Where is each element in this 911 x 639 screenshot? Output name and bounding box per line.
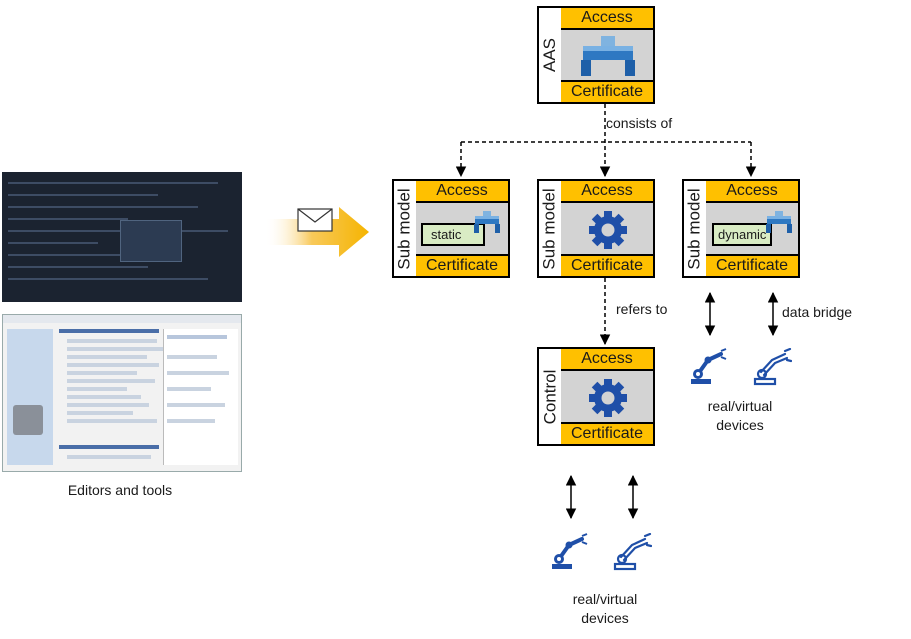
control-certificate: Certificate [561,422,653,444]
edge-label-consists-of: consists of [606,115,673,131]
gripper-icon [581,36,635,76]
aas-block: AAS Access Certificate [537,6,655,104]
submodel-certificate: Certificate [706,254,798,276]
control-label: Control [539,349,563,444]
message-arrow [265,207,369,257]
submodel-gear-block: Sub model Access Certificate [537,179,655,278]
envelope-icon [297,208,333,232]
devices-caption-line2: devices [581,610,629,626]
control-access: Access [561,349,653,371]
submodel-label: Sub model [394,181,418,276]
robot-arm-icon [691,348,727,384]
submodel-access: Access [706,181,798,203]
dynamic-chip: dynamic [712,223,773,246]
submodel-certificate: Certificate [561,254,653,276]
robot-arm-outline-icon [753,348,792,386]
robot-arm-icon [552,533,588,569]
package-explorer-screenshot [2,314,242,472]
submodel-dynamic-block: Sub model Access dynamic Certificate [682,179,800,278]
devices-caption-line2: devices [716,417,764,433]
gripper-icon [766,211,792,233]
submodel-label: Sub model [539,181,563,276]
editor-screenshot-dark [2,172,242,302]
aas-certificate: Certificate [561,80,653,102]
submodel-certificate: Certificate [416,254,508,276]
aas-label: AAS [539,8,563,102]
devices-caption-line1: real/virtual [572,591,638,607]
submodel-access: Access [416,181,508,203]
gear-icon [589,211,627,249]
robot-arm-outline-icon [613,533,652,571]
static-chip: static [421,223,485,246]
aas-access: Access [561,8,653,30]
devices-caption-line1: real/virtual [707,398,773,414]
control-block: Control Access Certificate [537,347,655,446]
edge-label-refers-to: refers to [616,301,668,317]
edge-label-data-bridge: data bridge [782,304,853,320]
gripper-icon [474,211,500,233]
devices-caption: real/virtual devices [555,590,655,628]
tools-caption: Editors and tools [67,482,173,498]
submodel-access: Access [561,181,653,203]
devices-caption: real/virtual devices [690,397,790,435]
gear-icon [589,379,627,417]
submodel-label: Sub model [684,181,708,276]
submodel-static-block: Sub model Access static Certificate [392,179,510,278]
